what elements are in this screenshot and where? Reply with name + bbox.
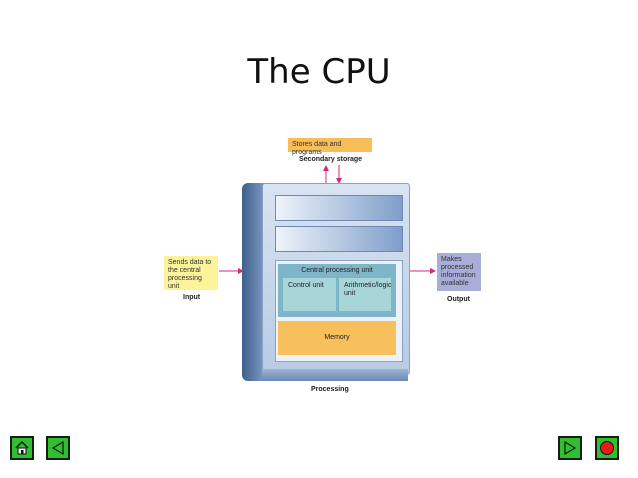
arithmetic-logic-unit: Arithmetic/logic unit <box>339 278 391 311</box>
output-caption: Output <box>447 296 470 303</box>
red-circle-icon <box>600 441 614 455</box>
computer-cabinet: Central processing unit Control unit Ari… <box>242 183 410 381</box>
input-note: Sends data to the central processing uni… <box>164 256 218 290</box>
home-button[interactable] <box>10 436 34 460</box>
end-button[interactable] <box>595 436 619 460</box>
home-icon <box>15 440 29 455</box>
drive-bay-1 <box>275 195 403 221</box>
secondary-storage-caption: Secondary storage <box>299 156 363 163</box>
cabinet-base <box>262 369 408 381</box>
drive-bay-2 <box>275 226 403 252</box>
next-button[interactable] <box>558 436 582 460</box>
output-note: Makes processed information available <box>437 253 481 291</box>
secondary-storage-note: Stores data and programs <box>288 138 372 156</box>
slide-title: The CPU <box>247 52 391 92</box>
memory-block: Memory <box>278 321 396 355</box>
triangle-left-icon <box>51 440 64 456</box>
triangle-right-icon <box>564 440 577 456</box>
cpu-label: Central processing unit <box>301 267 373 274</box>
control-unit: Control unit <box>283 278 336 311</box>
cpu-block: Central processing unit Control unit Ari… <box>278 264 396 317</box>
previous-button[interactable] <box>46 436 70 460</box>
processing-caption: Processing <box>311 386 349 393</box>
input-caption: Input <box>183 294 201 301</box>
